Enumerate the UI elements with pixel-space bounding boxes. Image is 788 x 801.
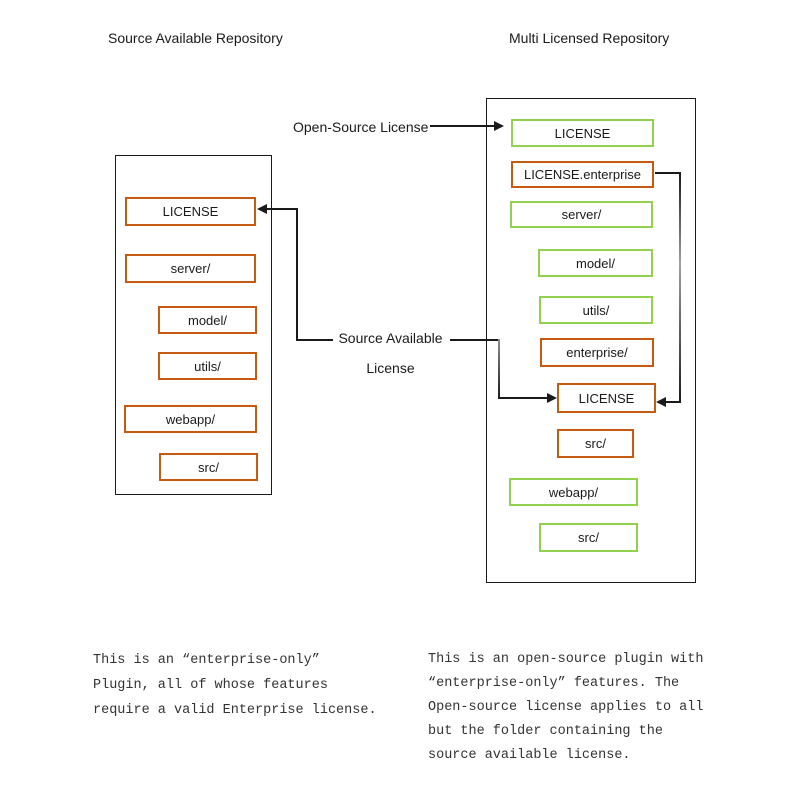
right-folder-utils: utils/: [539, 296, 653, 324]
left-note-line1: This is an “enterprise-only”: [93, 653, 320, 668]
left-repo-title: Source Available Repository: [108, 30, 283, 46]
left-folder-server-label: server/: [170, 261, 211, 276]
right-folder-src-label: src/: [578, 530, 599, 545]
right-file-license-inner: LICENSE: [557, 383, 656, 413]
open-source-connector-line: [430, 125, 494, 127]
right-folder-model: model/: [538, 249, 653, 277]
left-folder-webapp: webapp/: [124, 405, 257, 433]
left-folder-utils-label: utils/: [194, 358, 221, 374]
right-folder-server-label: server/: [561, 207, 602, 222]
right-folder-utils-label: utils/: [582, 302, 610, 318]
left-folder-webapp-label: webapp/: [165, 411, 216, 427]
right-repo-note: This is an open-source plugin with “ente…: [428, 648, 703, 768]
left-repo-note: This is an “enterprise-only” Plugin, all…: [93, 648, 377, 723]
right-folder-server: server/: [510, 201, 653, 228]
left-folder-model: model/: [158, 306, 257, 334]
open-source-arrowhead-icon: [494, 121, 504, 131]
left-note-line3: require a valid Enterprise license.: [93, 703, 377, 718]
right-repo-title: Multi Licensed Repository: [509, 30, 670, 46]
source-available-right-line-h2: [498, 397, 548, 399]
enterprise-license-arrowhead-icon: [656, 397, 666, 407]
left-note-line2: Plugin, all of whose features: [93, 678, 328, 693]
source-available-right-line-v: [498, 339, 500, 399]
right-note-line4: but the folder containing the: [428, 724, 663, 739]
source-available-left-line-h2: [296, 339, 333, 341]
right-file-license-inner-label: LICENSE: [578, 390, 635, 406]
source-available-right-line-h1: [450, 339, 500, 341]
enterprise-license-line-v: [679, 172, 681, 403]
right-folder-model-label: model/: [575, 255, 616, 271]
source-available-right-arrowhead-icon: [547, 393, 557, 403]
left-folder-utils: utils/: [158, 352, 257, 380]
left-folder-src-label: src/: [198, 459, 219, 475]
enterprise-license-line-h2: [666, 401, 681, 403]
left-folder-src: src/: [159, 453, 258, 481]
right-file-license-enterprise: LICENSE.enterprise: [511, 161, 654, 188]
right-folder-webapp: webapp/: [509, 478, 638, 506]
source-available-left-arrowhead-icon: [257, 204, 267, 214]
left-folder-model-label: model/: [187, 312, 228, 328]
right-folder-src-enterprise: src/: [557, 429, 634, 458]
right-note-line3: Open-source license applies to all: [428, 700, 704, 715]
right-note-line1: This is an open-source plugin with: [428, 652, 704, 667]
source-available-left-line-h1: [266, 208, 298, 210]
right-folder-enterprise-label: enterprise/: [566, 345, 628, 360]
right-file-license-open-label: LICENSE: [554, 125, 611, 141]
right-file-license-enterprise-label: LICENSE.enterprise: [523, 167, 642, 182]
left-file-license: LICENSE: [125, 197, 256, 226]
right-note-line2: “enterprise-only” features. The: [428, 676, 680, 691]
right-folder-webapp-label: webapp/: [548, 484, 599, 500]
right-folder-enterprise: enterprise/: [540, 338, 654, 367]
open-source-license-label: Open-Source License: [293, 119, 429, 135]
source-available-license-label-line2: License: [366, 360, 415, 376]
right-file-license-open: LICENSE: [511, 119, 654, 147]
right-folder-src-enterprise-label: src/: [585, 436, 606, 451]
left-file-license-label: LICENSE: [162, 204, 219, 219]
source-available-left-line-v: [296, 208, 298, 341]
right-folder-src: src/: [539, 523, 638, 552]
right-note-line5: source available license.: [428, 748, 631, 763]
left-folder-server: server/: [125, 254, 256, 283]
source-available-license-label-line1: Source Available: [338, 330, 443, 346]
enterprise-license-line-h1: [655, 172, 681, 174]
